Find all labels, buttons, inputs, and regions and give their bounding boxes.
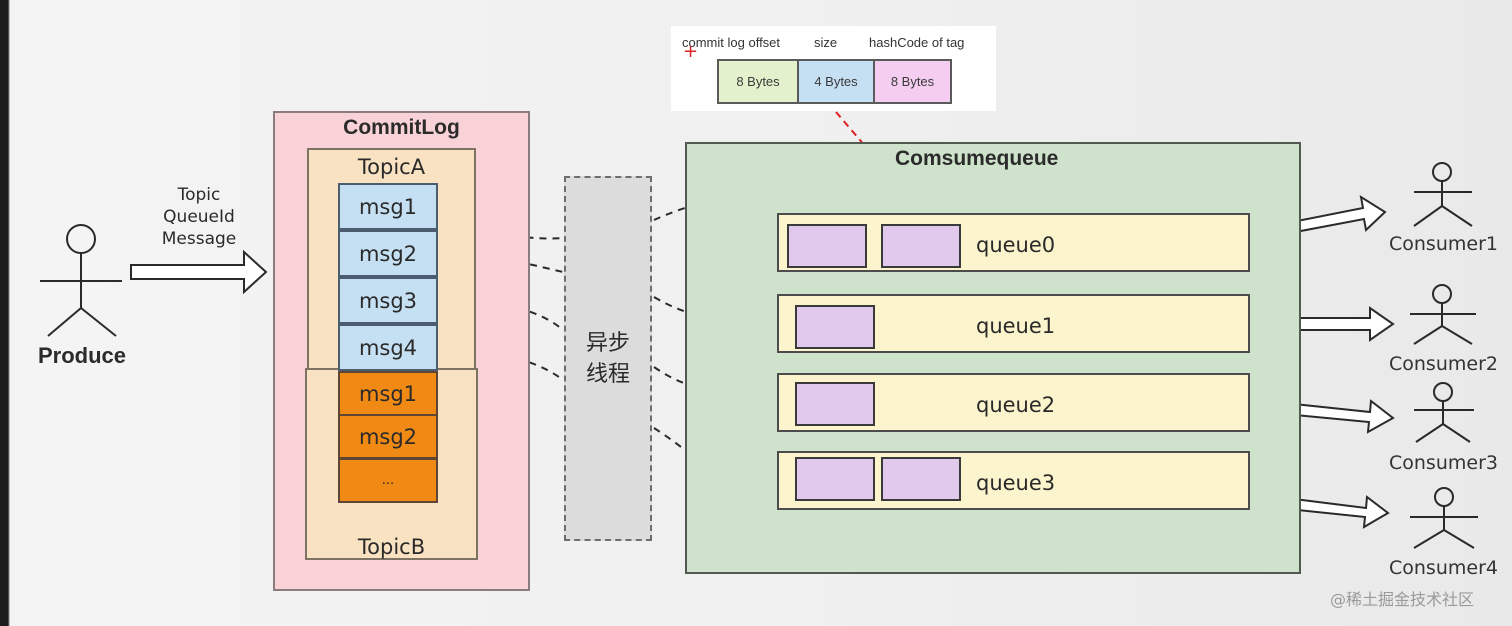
field-topic: Topic (177, 185, 221, 205)
watermark-text: @稀土掘金技术社区 (1330, 590, 1475, 609)
field-queueid: QueueId (163, 207, 235, 227)
queue-slot (787, 224, 867, 268)
format-header-hashcode: hashCode of tag (869, 35, 965, 50)
consumer-label: Consumer3 (1389, 452, 1498, 474)
topic-b-msg: ... (338, 458, 438, 503)
topic-b-label: TopicB (357, 535, 426, 559)
queue-slot (795, 457, 875, 501)
field-message: Message (161, 229, 237, 249)
format-cell-offset: 8 Bytes (717, 59, 799, 104)
format-cell-hashcode: 8 Bytes (873, 59, 952, 104)
consumer-label: Consumer2 (1389, 353, 1498, 375)
consumer2-figure-icon (1410, 284, 1476, 345)
queue-label: queue0 (976, 233, 1056, 257)
topic-a-msg: msg3 (338, 277, 438, 324)
format-header-offset: commit log offset (682, 35, 781, 50)
topic-a-label: TopicA (357, 155, 426, 179)
async-thread-line1: 异步 (585, 330, 630, 356)
async-thread-line2: 线程 (585, 361, 630, 387)
message-fields: Topic QueueId Message (140, 184, 258, 250)
producer-label: Produce (37, 343, 127, 368)
commitlog-title: CommitLog (343, 116, 460, 139)
plus-icon: + (683, 41, 699, 62)
topic-a-msg: msg4 (338, 324, 438, 371)
queue-label: queue1 (976, 314, 1056, 338)
consumer-label: Consumer4 (1389, 557, 1498, 579)
consumer-label: Consumer1 (1389, 233, 1498, 255)
queue-label: queue2 (976, 393, 1056, 417)
consumer1-figure-icon (1413, 162, 1473, 227)
queue-slot (795, 382, 875, 426)
consumequeue-title: Comsumequeue (895, 147, 1059, 170)
produce-arrow (130, 249, 268, 295)
consumer4-figure-icon (1410, 487, 1478, 549)
format-header-size: size (814, 35, 838, 50)
queue-slot (795, 305, 875, 349)
topic-a-msg: msg2 (338, 230, 438, 277)
queue-label: queue3 (976, 471, 1056, 495)
producer-figure-icon (40, 224, 122, 337)
queue-slot (881, 457, 961, 501)
topic-b-msg: msg1 (338, 371, 438, 416)
queue-slot (881, 224, 961, 268)
consumer3-figure-icon (1414, 382, 1474, 443)
topic-b-msg: msg2 (338, 414, 438, 459)
format-cell-size: 4 Bytes (797, 59, 875, 104)
async-thread-box: 异步 线程 (564, 176, 652, 541)
topic-a-msg: msg1 (338, 183, 438, 230)
